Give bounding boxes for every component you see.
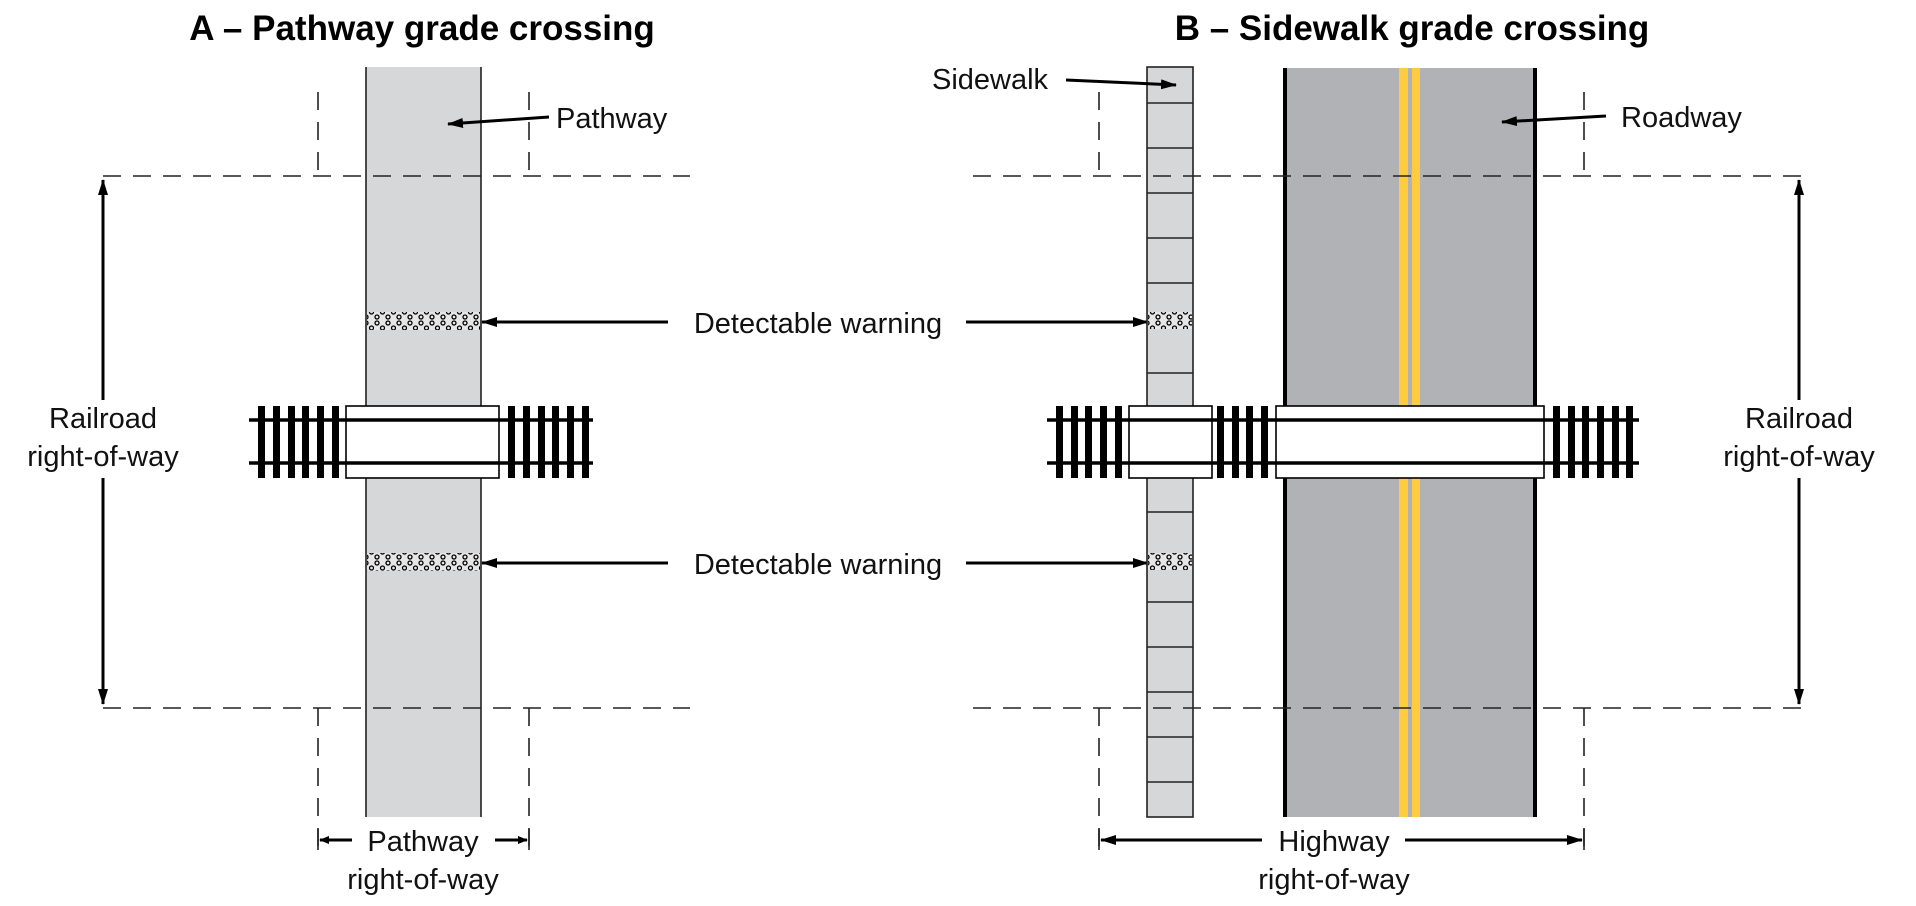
roadway-callout-arrow — [1501, 114, 1607, 127]
railroad-tie — [538, 406, 545, 478]
railroad-tie — [1626, 406, 1633, 478]
detectable-warning-top — [367, 312, 480, 330]
railroad-tie — [332, 406, 339, 478]
railroad-row-label-b-line1: Railroad — [1745, 403, 1853, 435]
railroad-track-b — [1056, 406, 1633, 478]
railroad-tie — [567, 406, 574, 478]
railroad-tie — [1568, 406, 1575, 478]
detectable-warning-callouts: Detectable warning Detectable warning — [481, 308, 1149, 581]
railroad-tie — [1232, 406, 1239, 478]
detectable-warning-label-bottom: Detectable warning — [694, 549, 942, 581]
railroad-tie — [1246, 406, 1253, 478]
railroad-row-label-a-line2: right-of-way — [27, 441, 179, 473]
crossing-panel-a — [345, 405, 500, 479]
railroad-tie — [1261, 406, 1268, 478]
railroad-row-label-a-line1: Railroad — [49, 403, 157, 435]
sidewalk-joints — [1147, 102, 1193, 783]
panel-a: A – Pathway grade crossing Pathway Railr… — [27, 9, 690, 896]
railroad-tie — [1217, 406, 1224, 478]
railroad-tie — [288, 406, 295, 478]
railroad-tie — [508, 406, 515, 478]
railroad-tie — [1100, 406, 1107, 478]
pathway-row-label-line2: right-of-way — [347, 864, 499, 896]
highway-row-label-line2: right-of-way — [1258, 864, 1410, 896]
panel-a-title: A – Pathway grade crossing — [189, 9, 655, 48]
railroad-tie — [273, 406, 280, 478]
panel-b-title: B – Sidewalk grade crossing — [1175, 9, 1650, 48]
railroad-track-a — [258, 406, 589, 478]
railroad-tie — [582, 406, 589, 478]
railroad-row-label-b-line2: right-of-way — [1723, 441, 1875, 473]
pathway-row-label-line1: Pathway — [367, 826, 479, 858]
railroad-tie — [1071, 406, 1078, 478]
sidewalk-label: Sidewalk — [932, 64, 1049, 96]
crossing-panel-roadway — [1275, 405, 1545, 479]
panel-b: B – Sidewalk grade crossing Sidewalk Roa… — [932, 9, 1875, 896]
railroad-tie — [1582, 406, 1589, 478]
sidewalk-detectable-warning-top — [1148, 312, 1192, 329]
detectable-warning-bottom — [367, 553, 480, 571]
pathway-label: Pathway — [556, 103, 668, 135]
railroad-tie — [523, 406, 530, 478]
railroad-tie — [1597, 406, 1604, 478]
roadway-label: Roadway — [1621, 102, 1742, 134]
railroad-tie — [552, 406, 559, 478]
highway-row-label-line1: Highway — [1278, 826, 1390, 858]
crossing-panel-sidewalk — [1128, 405, 1213, 479]
railroad-tie — [258, 406, 265, 478]
sidewalk-callout-arrow — [1065, 78, 1177, 90]
railroad-tie — [302, 406, 309, 478]
sidewalk-detectable-warning-bottom — [1148, 553, 1192, 570]
railroad-tie — [1553, 406, 1560, 478]
railroad-tie — [1612, 406, 1619, 478]
railroad-tie — [1056, 406, 1063, 478]
detectable-warning-label-top: Detectable warning — [694, 308, 942, 340]
railroad-tie — [317, 406, 324, 478]
railroad-tie — [1085, 406, 1092, 478]
pathway-callout-arrow — [447, 115, 550, 128]
railroad-tie — [1115, 406, 1122, 478]
